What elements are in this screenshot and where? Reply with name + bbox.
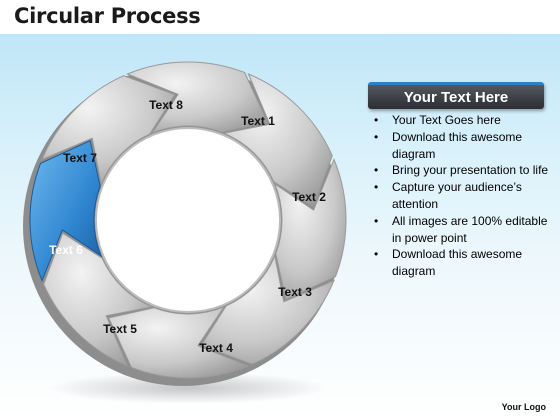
cycle-segment-7	[41, 75, 176, 186]
ring-center-hole	[95, 127, 281, 313]
cycle-segment-label: Text 6	[49, 243, 83, 257]
bullet-item: Bring your presentation to life	[374, 162, 550, 179]
cycle-segment-4	[107, 305, 250, 379]
text-panel-heading: Your Text Here	[368, 82, 544, 109]
logo-text: Your Logo	[501, 402, 546, 412]
cycle-segment-label: Text 3	[278, 285, 312, 299]
cycle-segment-label: Text 5	[103, 322, 137, 336]
bullet-item: Capture your audience’s attention	[374, 179, 550, 213]
cycle-segment-label: Text 1	[241, 114, 275, 128]
cycle-segment-label: Text 4	[199, 341, 233, 355]
cycle-segment-label: Text 7	[63, 151, 97, 165]
cycle-segment-3	[200, 254, 335, 365]
cycle-segment-label: Text 8	[149, 98, 183, 112]
bullet-item: Your Text Goes here	[374, 112, 550, 129]
page-title: Circular Process	[14, 4, 201, 28]
diagram-shadow	[48, 372, 328, 404]
cycle-segment-2	[273, 158, 347, 301]
cycle-segment-8	[126, 61, 269, 135]
bullet-item: Download this awesome diagram	[374, 246, 550, 280]
bullet-item: All images are 100% editable in power po…	[374, 213, 550, 247]
bullet-list: Your Text Goes here Download this awesom…	[374, 112, 550, 280]
cycle-segment-1	[222, 73, 333, 208]
cycle-segment-6	[29, 139, 103, 282]
cycle-segment-label: Text 2	[292, 190, 326, 204]
cycle-segment-5	[43, 232, 154, 367]
bullet-item: Download this awesome diagram	[374, 129, 550, 163]
